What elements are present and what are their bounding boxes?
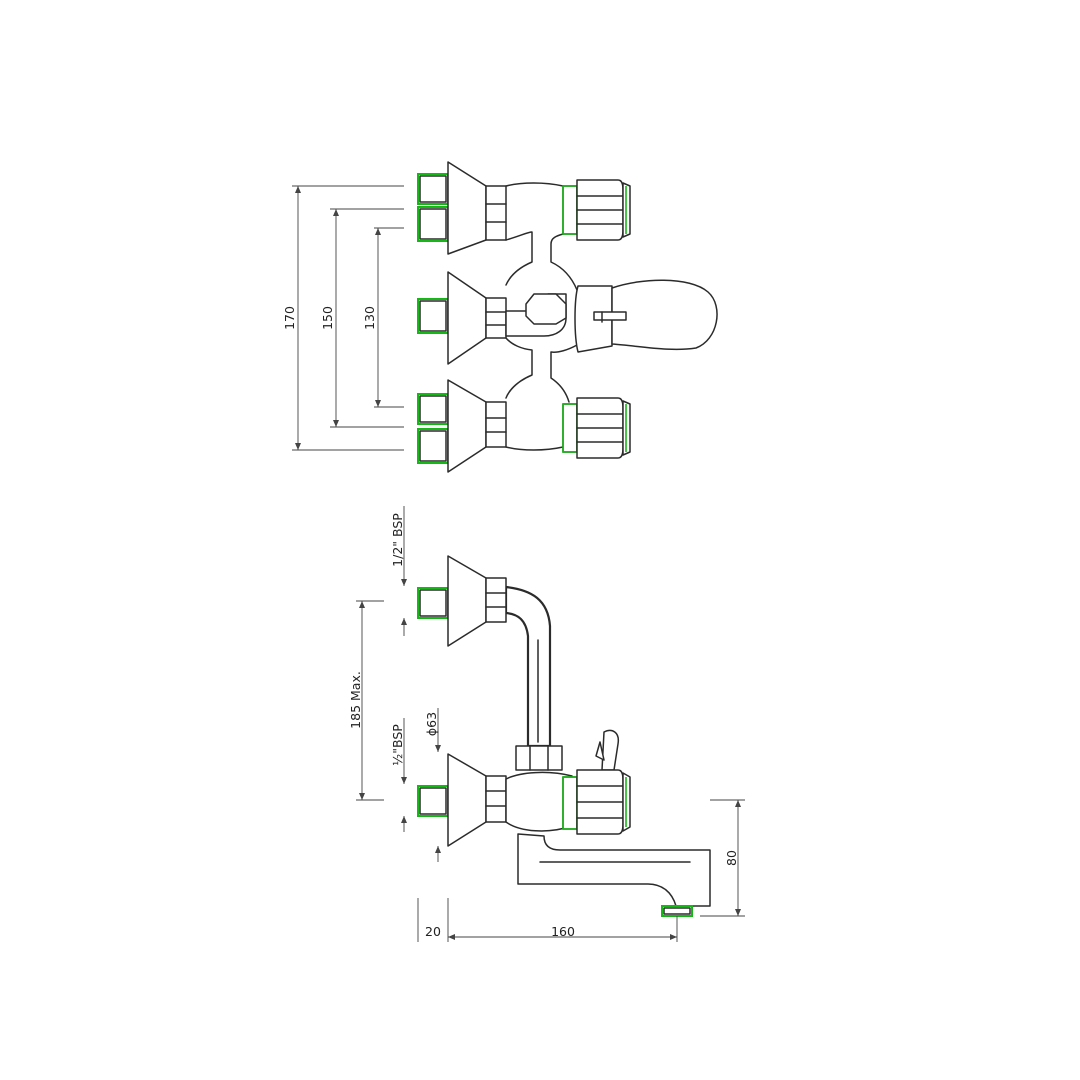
side-spout (517, 833, 711, 917)
thread-label-lower: ½"BSP (390, 724, 405, 766)
dimension-label-150: 150 (320, 306, 335, 330)
plan-dimensions: 170 150 130 (282, 185, 404, 451)
side-dimensions: 1/2" BSP 185 Max. ½"BSP ϕ63 20 160 80 (348, 506, 745, 942)
side-valve-knob (562, 769, 631, 835)
plan-valve-knob-top (562, 179, 631, 241)
side-inlet-upper (417, 555, 507, 647)
dimension-label-170: 170 (282, 306, 297, 330)
side-inlet-lower (417, 753, 507, 847)
side-riser-pipe (504, 585, 552, 748)
plan-inlet-top (417, 161, 507, 255)
thread-label-upper: 1/2" BSP (390, 513, 405, 567)
plan-valve-knob-bottom (562, 397, 631, 459)
wall-offset-label: 20 (425, 924, 441, 939)
side-view: 1/2" BSP 185 Max. ½"BSP ϕ63 20 160 80 (348, 506, 745, 942)
plan-inlet-middle (417, 271, 507, 365)
plan-view: 170 150 130 (282, 161, 718, 473)
spout-projection-label: 160 (551, 924, 575, 939)
plan-body-outline (505, 182, 578, 451)
plan-diverter-connector (505, 279, 718, 353)
side-mixer-body (505, 729, 620, 832)
dimension-label-130: 130 (362, 306, 377, 330)
spout-height-label: 80 (724, 850, 739, 866)
center-distance-label: 185 Max. (348, 671, 363, 729)
plan-inlet-bottom (417, 379, 507, 473)
diameter-label: ϕ63 (424, 712, 439, 736)
